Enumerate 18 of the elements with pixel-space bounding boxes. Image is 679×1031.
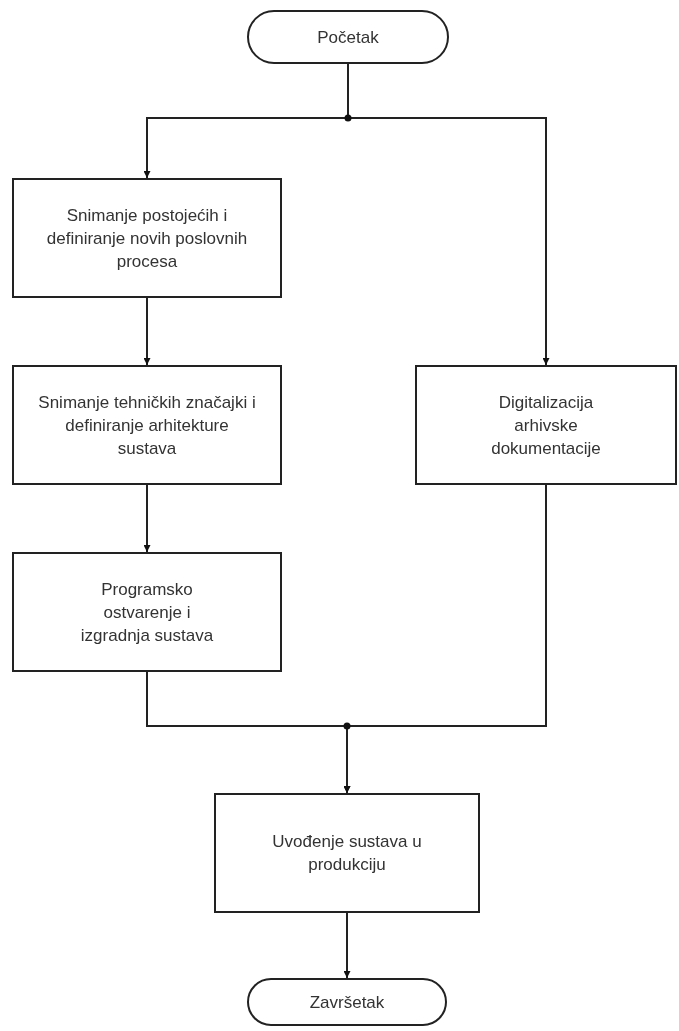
node-label: Snimanje tehničkih značajki i definiranje arhitekture sustava: [37, 391, 257, 460]
process-box: [12, 365, 282, 485]
node-label: Digitalizacija arhivske dokumentacije: [490, 391, 602, 460]
arrow: [343, 484, 547, 794]
terminal-shape: [247, 10, 449, 64]
node-label: Početak: [317, 26, 379, 49]
terminal-shape: [247, 978, 447, 1026]
arrow: [143, 297, 151, 366]
node-label: Uvođenje sustava u produkciju: [271, 831, 423, 876]
arrow: [343, 912, 351, 979]
process-box: [12, 178, 282, 298]
process-box: [12, 552, 282, 672]
node-label: Završetak: [309, 991, 385, 1014]
process-box: [214, 793, 480, 913]
arrow: [143, 484, 151, 553]
node-label: Snimanje postojećih i definiranje novih poslovnih procesa: [46, 204, 248, 273]
process-box: [415, 365, 677, 485]
node-label: Programsko ostvarenje i izgradnja sustava: [79, 578, 215, 647]
